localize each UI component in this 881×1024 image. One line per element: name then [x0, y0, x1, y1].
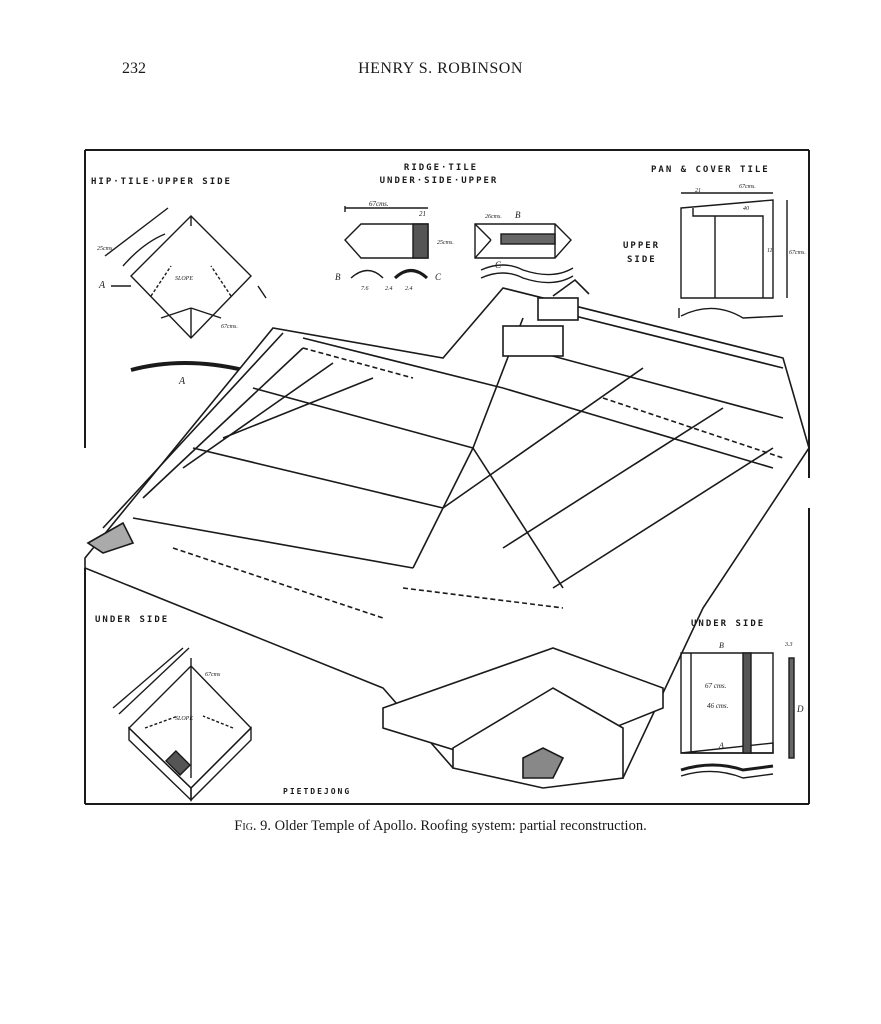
underside-right-drawing [680, 652, 795, 779]
hip-a-label-1: A [98, 280, 106, 291]
roof-drawing: HIP·TILE·UPPER SIDE RIDGE·TILE UNDER·SID… [84, 149, 810, 805]
pan-cover-label: PAN & COVER TILE [651, 165, 770, 175]
upper-side-label-1: UPPER [623, 241, 660, 251]
ridge-tile-sublabel: UNDER·SIDE·UPPER [380, 176, 499, 186]
under-33-label: 3.3 [784, 642, 793, 648]
ridge-c-label-2: C [495, 260, 502, 270]
hip-slope-label: SLOPE [175, 276, 193, 282]
running-head: HENRY S. ROBINSON [358, 60, 523, 77]
ridge-76-label: 7.6 [361, 286, 369, 292]
hip-a-label-2: A [178, 376, 186, 387]
page-number: 232 [122, 60, 146, 77]
upper-side-label-2: SIDE [627, 255, 657, 265]
ridge-24a-label: 2.4 [385, 285, 393, 292]
pan-40-label: 40 [743, 205, 749, 212]
figure-caption-label: Fig. 9. [234, 818, 272, 834]
underside-left-drawing [112, 647, 252, 802]
ridge-tile-drawing [344, 206, 574, 284]
under-a-label: A [718, 741, 724, 750]
ridge-25-label: 25cms. [437, 240, 454, 246]
ridge-67-label: 67cms. [369, 200, 389, 208]
ridge-c-label-1: C [435, 272, 442, 282]
hip-width-label: 25cms. [97, 246, 114, 252]
under-46-label: 46 cms. [707, 702, 729, 710]
pan-cover-drawing [678, 192, 788, 319]
ridge-b-label-2: B [515, 210, 521, 220]
pan-11-label: 11 [767, 248, 773, 254]
under-67-label: 67 cms. [705, 682, 727, 690]
under-left-67-label: 67cms [205, 672, 221, 678]
figure-caption: Fig. 9. Older Temple of Apollo. Roofing … [0, 818, 881, 835]
ridge-tile-label: RIDGE·TILE [404, 163, 478, 173]
roof-figure: HIP·TILE·UPPER SIDE RIDGE·TILE UNDER·SID… [83, 148, 811, 806]
under-d-label: D [796, 704, 804, 714]
main-roof-drawing [84, 278, 810, 789]
pan-21-label: 21 [695, 188, 701, 194]
underside-left-label: UNDER SIDE [95, 615, 169, 625]
ridge-26-label: 26cms. [485, 214, 502, 220]
ridge-24b-label: 2.4 [405, 285, 413, 292]
ridge-21-label: 21 [419, 210, 426, 218]
ridge-b-label-1: B [335, 272, 341, 282]
underside-right-label: UNDER SIDE [691, 619, 765, 629]
under-slope-label: SLOPE [175, 716, 193, 722]
pan-67a-label: 67cms. [739, 184, 756, 190]
pan-67b-label: 67cms. [789, 250, 806, 256]
hip-tile-label: HIP·TILE·UPPER SIDE [91, 177, 232, 187]
signature-label: PIETDEJONG [283, 787, 351, 796]
figure-caption-text: Older Temple of Apollo. Roofing system: … [274, 818, 647, 834]
hip-length-label: 67cms. [221, 324, 238, 330]
hip-tile-drawing [104, 207, 267, 372]
under-b-label: B [719, 641, 724, 650]
